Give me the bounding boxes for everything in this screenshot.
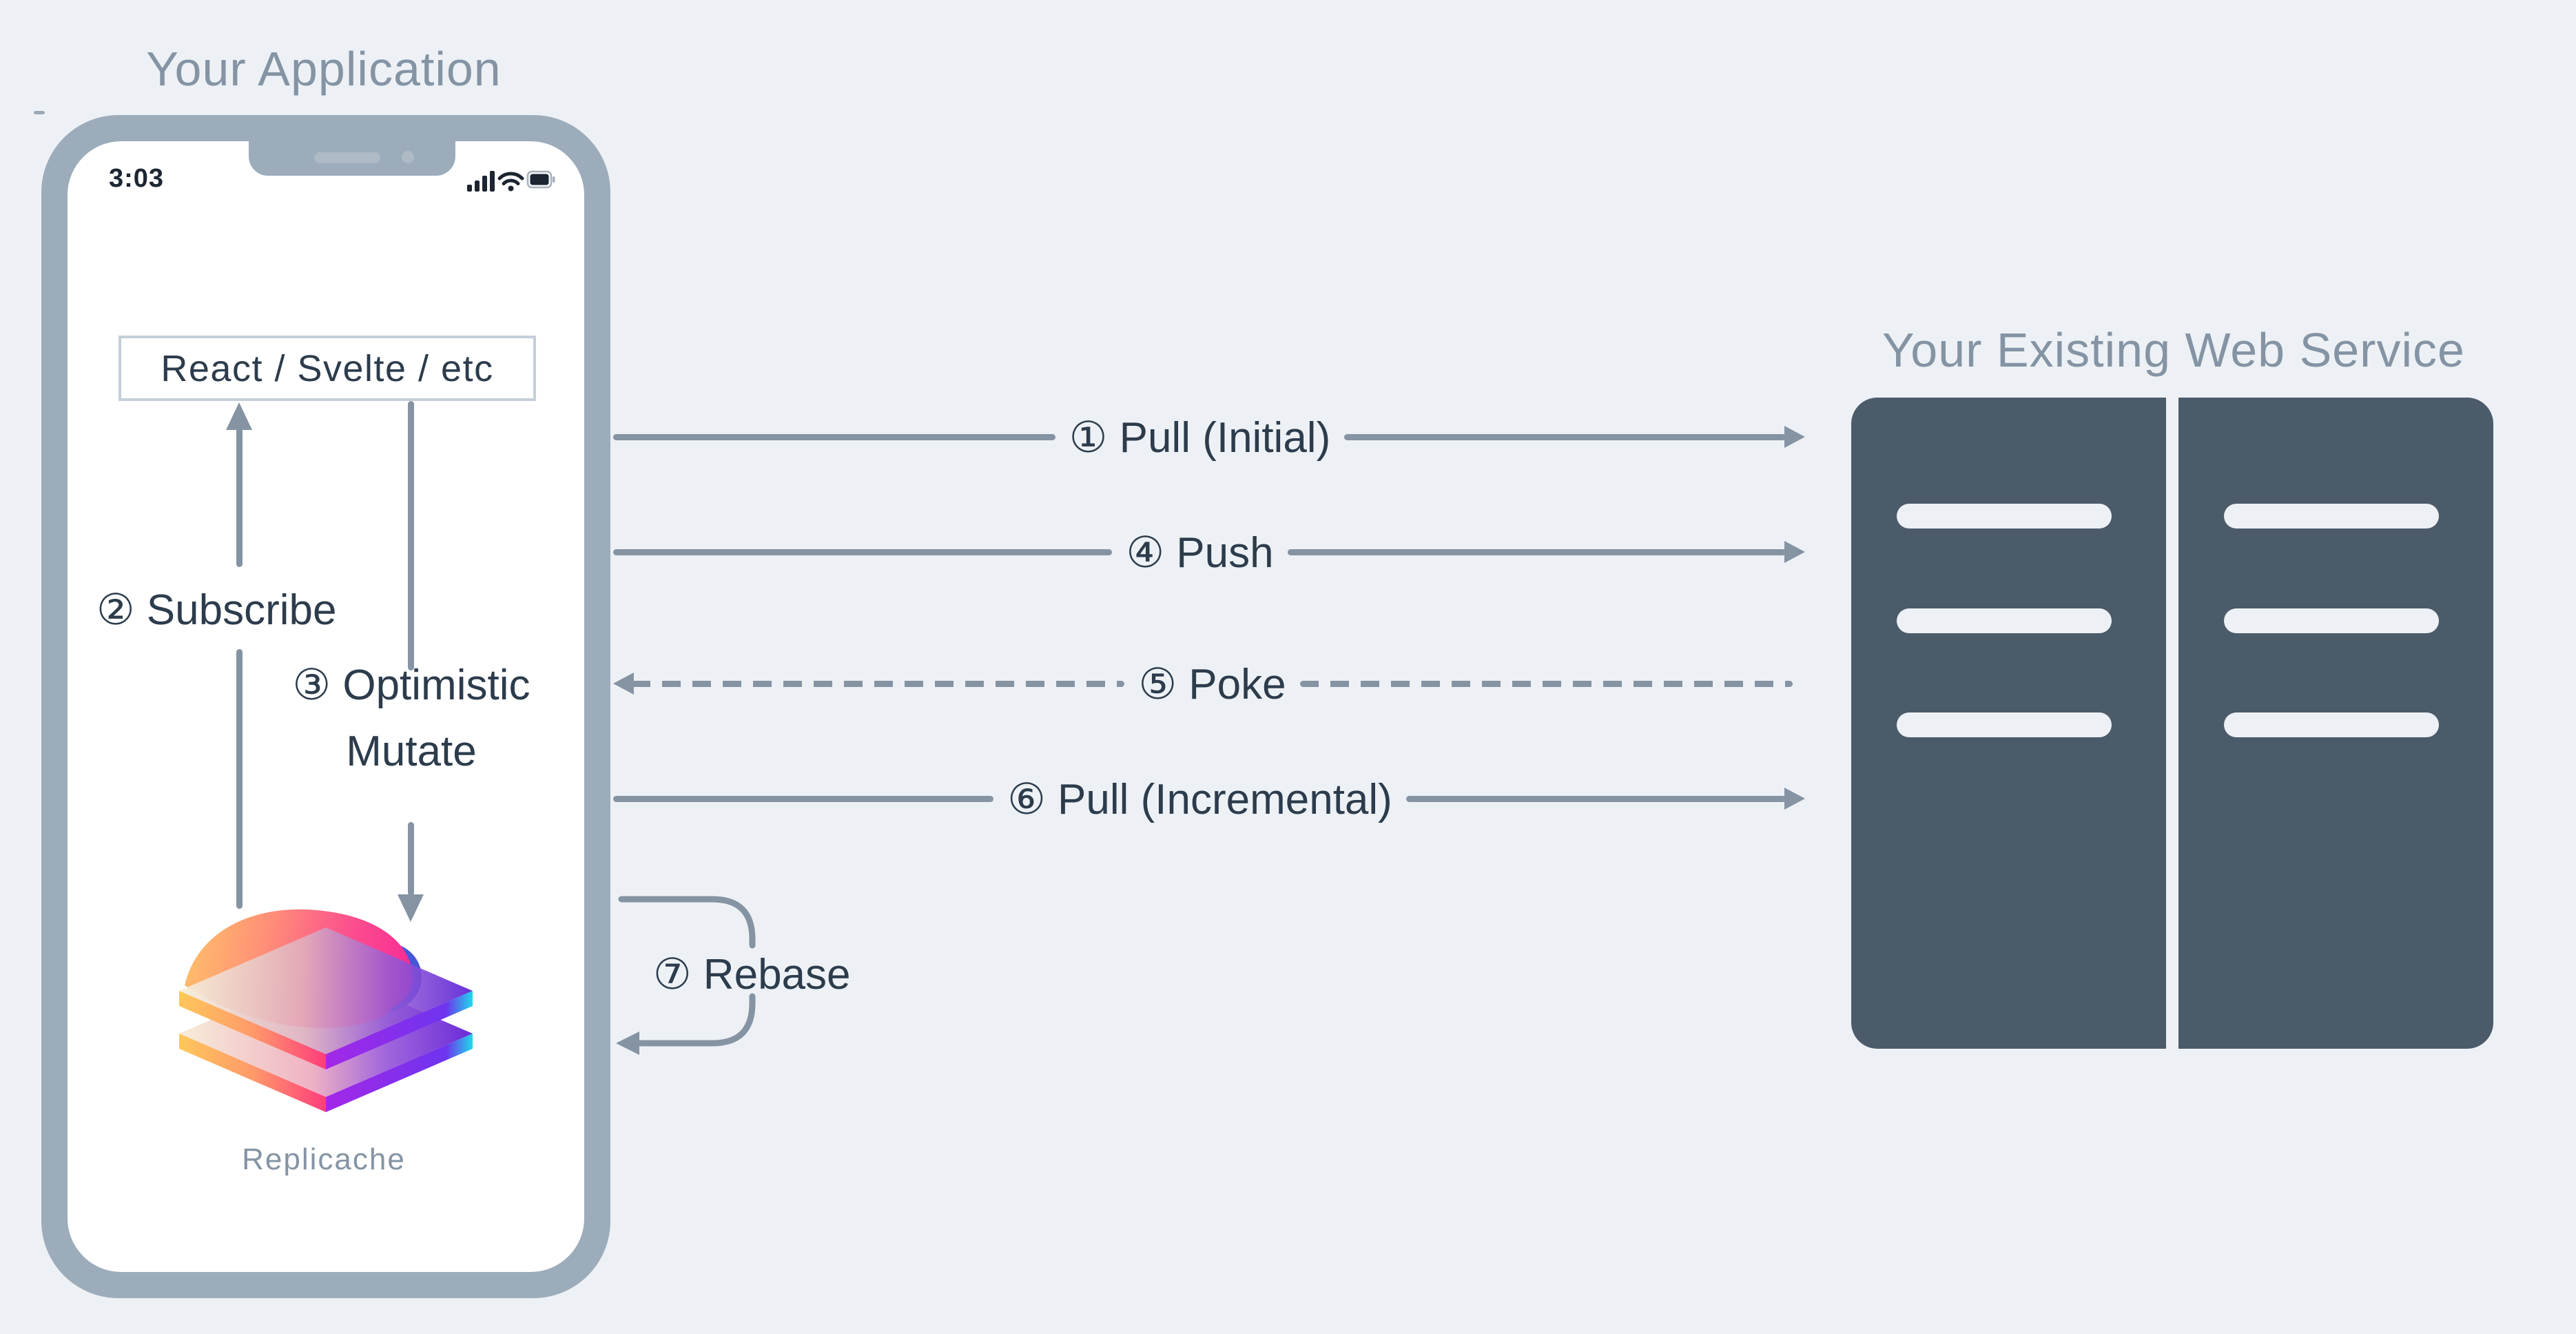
poke-label: ⑤ Poke xyxy=(1138,660,1286,708)
signal-strength-icon xyxy=(467,171,495,192)
connector-pull-initial: ① Pull (Initial) xyxy=(613,413,1806,462)
server-slot xyxy=(2224,608,2439,633)
arrow-right-icon xyxy=(1784,426,1806,448)
server-slot xyxy=(1897,712,2112,737)
replicache-logo xyxy=(179,909,473,1112)
push-label: ④ Push xyxy=(1126,529,1274,577)
line-segment xyxy=(613,795,994,802)
server-slot xyxy=(1897,608,2112,633)
connector-push: ④ Push xyxy=(613,528,1805,577)
subscribe-line-lower xyxy=(236,649,243,909)
server-slot xyxy=(2224,504,2439,529)
server-slot xyxy=(1897,504,2112,529)
replicache-caption: Replicache xyxy=(242,1142,406,1176)
line-segment xyxy=(1405,795,1787,802)
server-slot xyxy=(2224,712,2439,737)
line-segment xyxy=(1344,433,1787,440)
arrow-left-icon xyxy=(613,673,634,695)
battery-icon xyxy=(526,170,555,189)
logo-top-layer xyxy=(179,927,473,1069)
server-block xyxy=(1851,398,2166,1049)
camera-icon xyxy=(402,151,414,163)
subscribe-line-upper xyxy=(236,413,243,567)
wifi-icon xyxy=(497,172,524,185)
stray-mark xyxy=(34,111,45,114)
speaker-icon xyxy=(314,152,380,163)
ui-framework-box: React / Svelte / etc xyxy=(119,336,536,401)
arrow-right-icon xyxy=(1784,788,1806,810)
rebase-loop xyxy=(616,896,756,1055)
dashed-line-segment xyxy=(1299,680,1793,687)
arrow-left-icon xyxy=(616,1032,639,1055)
connector-pull-incremental: ⑥ Pull (Incremental) xyxy=(613,774,1806,823)
mutate-line-upper xyxy=(408,401,414,670)
pull-incremental-label: ⑥ Pull (Incremental) xyxy=(1007,775,1392,823)
dashed-line-segment xyxy=(632,680,1125,687)
line-segment xyxy=(1287,548,1786,555)
rebase-label: ⑦ Rebase xyxy=(653,951,851,998)
subscribe-label: ② Subscribe xyxy=(96,586,337,634)
pull-initial-label: ① Pull (Initial) xyxy=(1069,413,1331,462)
mutate-label: ③ Optimistic Mutate xyxy=(273,653,550,785)
mutate-arrowhead-icon xyxy=(398,894,424,922)
wifi-dot xyxy=(508,185,514,192)
connector-poke: ⑤ Poke xyxy=(613,659,1793,708)
line-segment xyxy=(613,548,1113,555)
mutate-label-line1: ③ Optimistic xyxy=(292,661,530,709)
web-service-title: Your Existing Web Service xyxy=(1882,323,2465,377)
mutate-line-lower xyxy=(408,822,414,896)
mutate-label-line2: Mutate xyxy=(346,728,477,775)
server-block xyxy=(2178,398,2493,1049)
arrow-right-icon xyxy=(1784,541,1805,563)
phone-notch xyxy=(249,141,455,176)
line-segment xyxy=(613,433,1055,440)
status-time: 3:03 xyxy=(109,164,165,193)
status-icons xyxy=(467,170,555,192)
phone-frame xyxy=(41,115,610,1298)
ui-framework-label: React / Svelte / etc xyxy=(161,347,494,389)
application-title: Your Application xyxy=(146,42,502,96)
